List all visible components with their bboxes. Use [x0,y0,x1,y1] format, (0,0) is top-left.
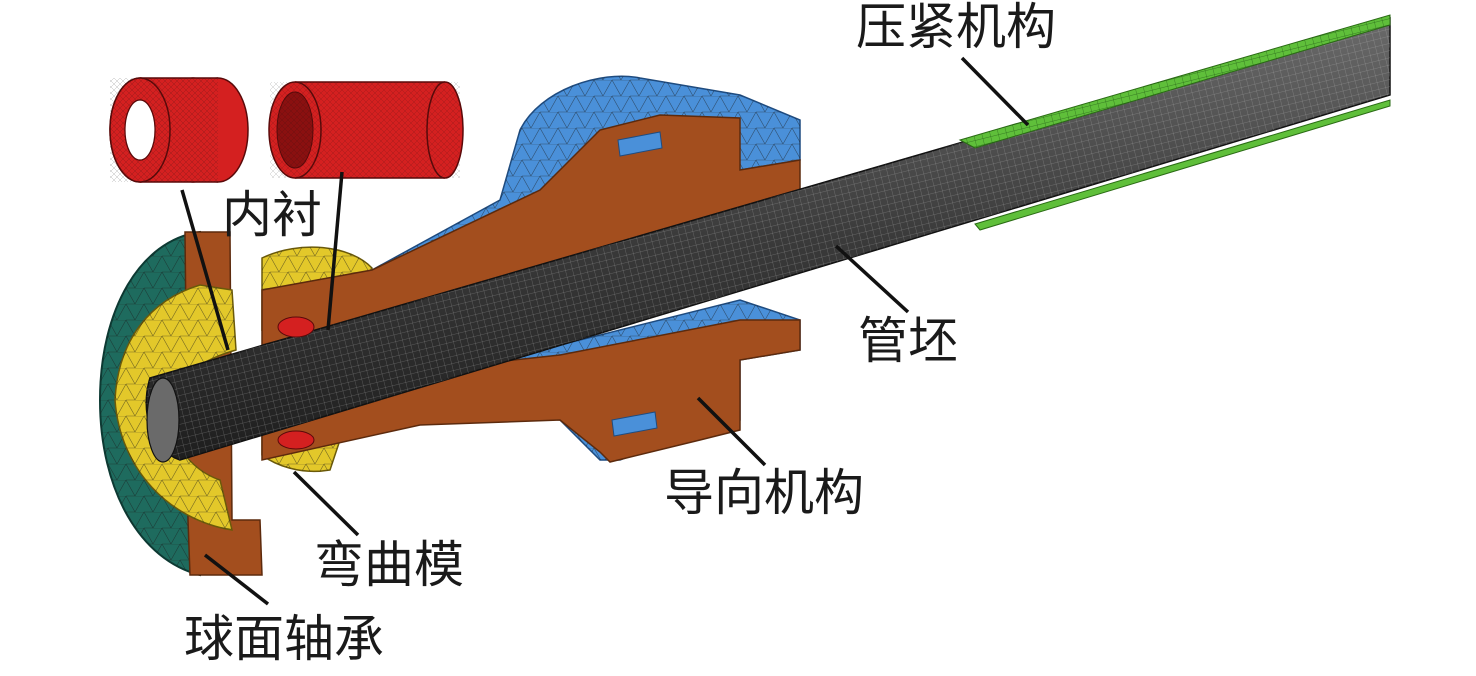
liner-ring-exploded [109,77,249,183]
label-spherical-bearing: 球面轴承 [184,610,384,668]
label-clamping-mechanism: 压紧机构 [856,0,1056,56]
liner-installed [277,316,315,450]
clamping-mechanism-part [958,14,1391,231]
leader-guide-mechanism [696,396,767,467]
label-tube-blank: 管坯 [858,312,958,370]
guide-mechanism-section [261,114,801,463]
leader-lines [180,56,1030,606]
liner-sleeve-exploded [268,81,464,179]
tube-blank-part [145,17,1391,463]
leader-liner-sleeve [326,171,344,331]
label-bending-die: 弯曲模 [314,536,464,594]
label-guide-mechanism: 导向机构 [664,464,864,522]
label-liner: 内衬 [222,186,322,244]
leader-spherical-bearing [203,553,270,606]
leader-liner-ring [180,189,230,351]
leader-bending-die [292,470,360,537]
leader-clamping-mechanism [960,56,1030,127]
leader-tube-blank [834,244,910,314]
